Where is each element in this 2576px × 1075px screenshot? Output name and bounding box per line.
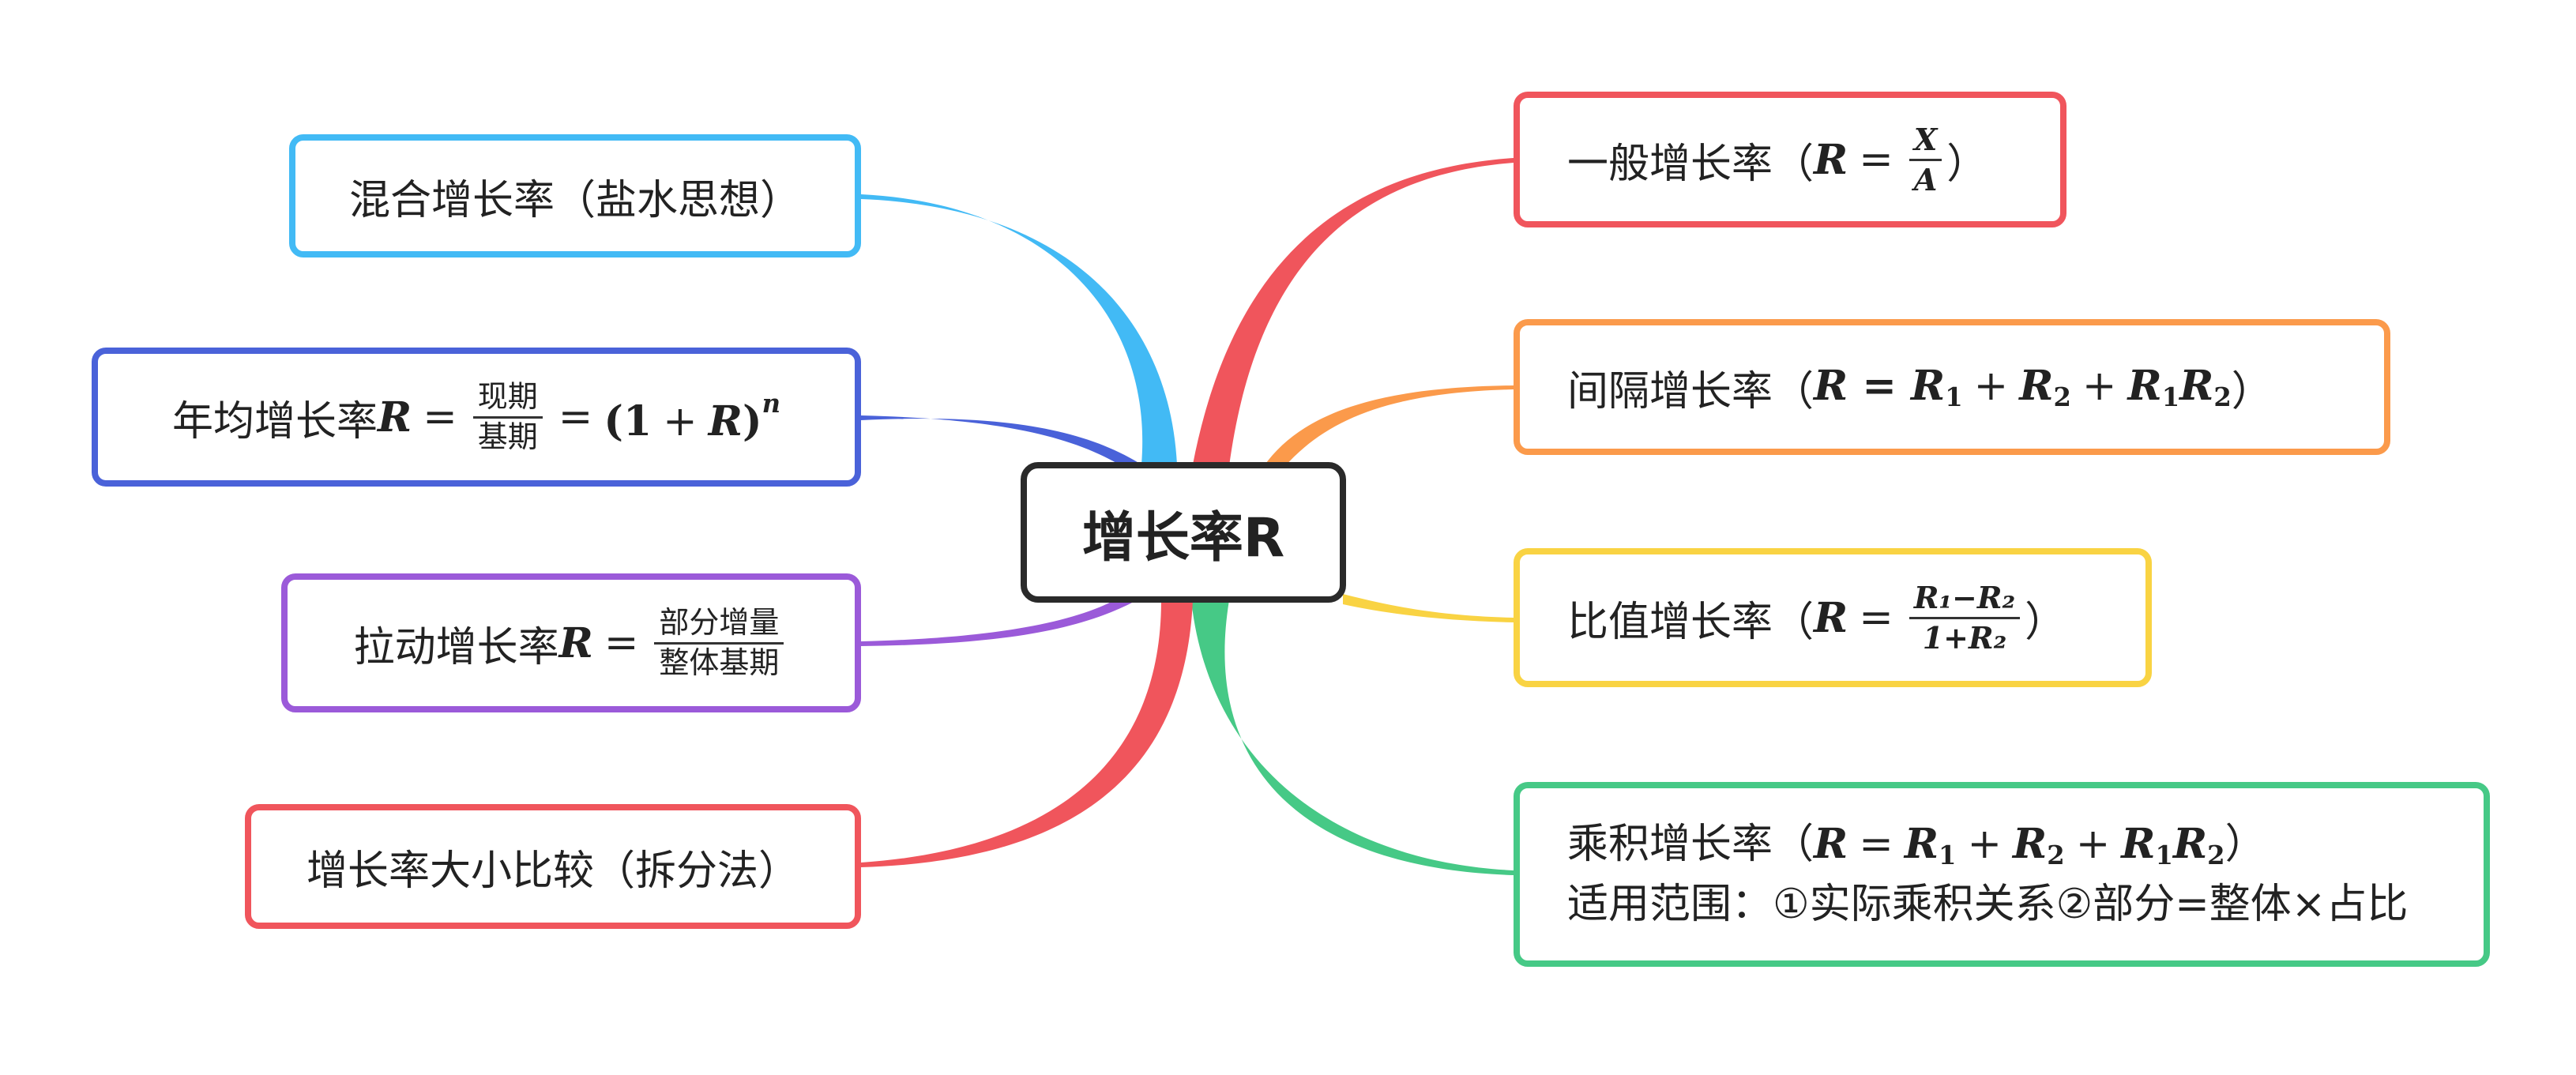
annual-eq: = xyxy=(423,393,457,441)
connector-pull xyxy=(861,596,1144,646)
pull-numerator: 部分增量 xyxy=(654,607,784,645)
compare-label: 增长率大小比较（拆分法） xyxy=(306,847,799,895)
topic-product-growth-rate[interactable]: 乘积增长率（R=R1+R2+R1R2） 适用范围：①实际乘积关系②部分=整体×占… xyxy=(1514,782,2490,967)
interval-formula: R = R1+R2+R1R2 xyxy=(1814,361,2232,413)
connector-interval xyxy=(1264,385,1514,468)
connector-product xyxy=(1191,600,1514,875)
connector-ratio xyxy=(1343,594,1514,622)
interval-label: 间隔增长率（ xyxy=(1567,367,1814,415)
central-topic[interactable]: 增长率R xyxy=(1021,462,1346,603)
general-close: ） xyxy=(1946,140,1988,188)
pull-fraction: 部分增量 整体基期 xyxy=(654,607,784,679)
annual-label: 年均增长率 xyxy=(171,397,378,445)
connector-mixed xyxy=(861,194,1177,464)
pull-r: R xyxy=(558,618,593,667)
pull-denominator: 整体基期 xyxy=(659,645,780,680)
general-label: 一般增长率（ xyxy=(1567,140,1814,188)
annual-numerator: 现期 xyxy=(472,381,543,419)
product-line-1: 乘积增长率（R=R1+R2+R1R2） xyxy=(1567,814,2408,874)
ratio-close: ） xyxy=(2025,598,2066,646)
product-label: 乘积增长率（ xyxy=(1567,821,1814,869)
annual-expression: (1+R)n xyxy=(604,388,781,445)
topic-mixed-growth-rate[interactable]: 混合增长率（盐水思想） xyxy=(289,134,861,257)
annual-r: R xyxy=(377,393,412,442)
ratio-numerator: R₁−R₂ xyxy=(1908,581,2021,619)
pull-eq: = xyxy=(604,619,639,667)
general-denominator: A xyxy=(1913,161,1938,197)
central-topic-label: 增长率R xyxy=(1081,506,1285,569)
product-scope: 适用范围：①实际乘积关系②部分=整体×占比 xyxy=(1567,880,2409,928)
general-fraction: X A xyxy=(1908,123,1942,197)
product-close: ） xyxy=(2224,821,2266,869)
topic-annual-growth-rate[interactable]: 年均增长率 R = 现期 基期 = (1+R)n xyxy=(92,348,861,487)
general-numerator: X xyxy=(1908,123,1942,161)
general-r: R xyxy=(1814,135,1848,184)
general-eq: = xyxy=(1859,136,1893,183)
ratio-denominator: 1+R₂ xyxy=(1922,619,2007,656)
ratio-eq: = xyxy=(1859,594,1893,641)
connector-annual xyxy=(861,415,1144,466)
connector-general xyxy=(1193,158,1514,466)
pull-label: 拉动增长率 xyxy=(353,623,559,671)
annual-eq2: = xyxy=(558,393,593,441)
ratio-fraction: R₁−R₂ 1+R₂ xyxy=(1908,581,2021,656)
product-content: 乘积增长率（R=R1+R2+R1R2） 适用范围：①实际乘积关系②部分=整体×占… xyxy=(1567,814,2408,934)
topic-pull-growth-rate[interactable]: 拉动增长率 R = 部分增量 整体基期 xyxy=(281,573,861,712)
annual-denominator: 基期 xyxy=(477,419,538,454)
interval-close: ） xyxy=(2231,367,2273,415)
mixed-label: 混合增长率（盐水思想） xyxy=(348,176,801,224)
topic-general-growth-rate[interactable]: 一般增长率（ R = X A ） xyxy=(1514,92,2066,227)
annual-fraction: 现期 基期 xyxy=(472,381,543,454)
topic-interval-growth-rate[interactable]: 间隔增长率（ R = R1+R2+R1R2 ） xyxy=(1514,319,2390,455)
topic-ratio-growth-rate[interactable]: 比值增长率（ R = R₁−R₂ 1+R₂ ） xyxy=(1514,548,2152,687)
ratio-label: 比值增长率（ xyxy=(1567,598,1814,646)
ratio-r: R xyxy=(1814,593,1848,642)
product-formula: R=R1+R2+R1R2 xyxy=(1814,820,2225,871)
topic-compare-growth-rate[interactable]: 增长率大小比较（拆分法） xyxy=(245,804,861,929)
